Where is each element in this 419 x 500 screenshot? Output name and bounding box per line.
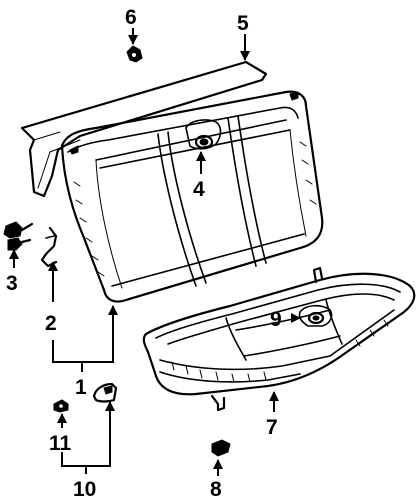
callout-5: 5 xyxy=(237,12,249,35)
seat-cushion-insert xyxy=(298,304,333,327)
fastener-part-11 xyxy=(53,399,69,413)
callout-4: 4 xyxy=(193,178,205,201)
callout-1: 1 xyxy=(75,376,87,399)
hinge-bracket xyxy=(3,221,34,251)
seat-cushion xyxy=(142,266,416,412)
callout-3: 3 xyxy=(6,272,18,295)
callout-10: 10 xyxy=(73,478,96,500)
callout-labels: 6 5 4 3 2 1 9 7 11 10 8 xyxy=(6,6,282,500)
callout-7: 7 xyxy=(266,416,278,439)
seat-back xyxy=(60,90,324,303)
back-panel xyxy=(20,60,268,198)
callout-6: 6 xyxy=(125,6,137,29)
clip-part-6 xyxy=(126,45,143,63)
hook-bracket xyxy=(40,226,58,268)
seat-back-insert xyxy=(185,119,222,150)
callout-2: 2 xyxy=(45,312,57,335)
clip-part-8 xyxy=(211,439,231,457)
callout-leaders xyxy=(9,28,301,476)
callout-11: 11 xyxy=(49,432,72,455)
callout-8: 8 xyxy=(210,478,222,500)
callout-9: 9 xyxy=(270,308,282,331)
bracket-part-10 xyxy=(92,382,118,403)
